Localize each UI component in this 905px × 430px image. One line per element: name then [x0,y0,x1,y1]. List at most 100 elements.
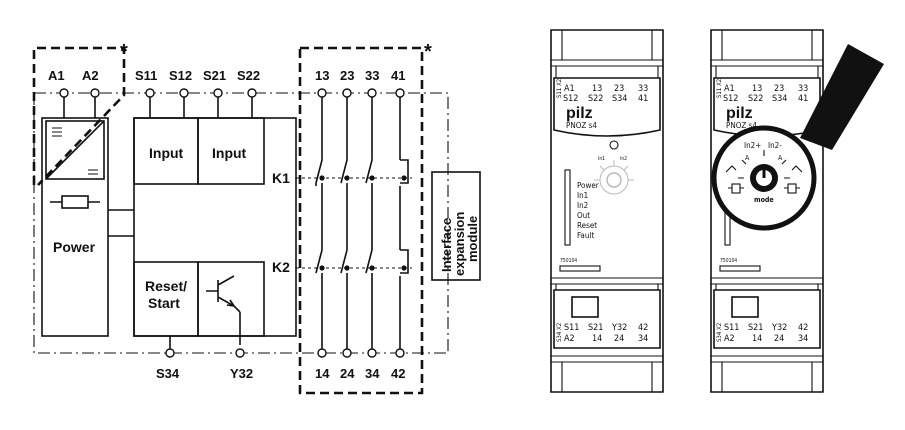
terminal-label-a2: A2 [82,68,99,83]
terminal-label-s22: S22 [237,68,260,83]
right-top-33: 33 [798,84,808,94]
left-led-column [564,169,571,246]
left-top-23: 23 [614,84,624,94]
terminal-label-s34: S34 [156,366,180,381]
right-bottom-24: 24 [774,334,784,344]
terminal-label-a1: A1 [48,68,65,83]
left-knob-label-in1: In1 [598,156,605,162]
magnifier-handle [800,44,884,150]
contact-label-14: 14 [315,366,330,381]
enclosure-outline [33,92,449,354]
terminal-label-s11: S11 [135,68,157,83]
right-top-23: 23 [774,84,784,94]
right-top-s12: S12 [723,94,738,104]
terminal-label-s21: S21 [203,68,226,83]
left-top-s34: S34 [612,94,627,104]
right-top-s34: S34 [772,94,787,104]
left-top-s22: S22 [588,94,603,104]
right-side-bottom: S34 X2 [716,323,723,342]
zoom-label-a-left: A [745,154,750,162]
power-module-outline [32,46,126,186]
left-led-in1: In1 [577,191,588,200]
right-bottom-14: 14 [752,334,762,344]
start-label: Start [148,295,180,311]
right-bottom-34: 34 [798,334,808,344]
reset-label: Reset/ [145,278,187,294]
left-screw-icon [609,140,619,150]
right-top-13: 13 [752,84,762,94]
zoomed-mode-knob [725,150,803,194]
terminal-label-s12: S12 [169,68,192,83]
left-led-power: Power [577,181,599,190]
left-top-s12: S12 [563,94,578,104]
left-led-out: Out [577,211,590,220]
relay-label-k2: K2 [272,259,290,275]
right-brand-logo: pilz [726,105,753,122]
right-top-a1: A1 [724,84,735,94]
device-right: A1 13 23 33 S12 S22 S34 41 S11 X2 pilz P… [710,29,884,393]
left-bottom-s21: S21 [588,323,603,333]
right-bottom-y32: Y32 [771,323,787,333]
left-model: PNOZ s4 [566,121,597,130]
zoom-label-a-right: A [778,154,783,162]
left-led-in2: In2 [577,201,588,210]
left-brand-logo: pilz [566,105,593,122]
left-knob-label-in2: In2 [620,156,627,162]
left-top-41: 41 [638,94,648,104]
left-bottom-14: 14 [592,334,602,344]
right-part-number: 750104 [720,258,737,264]
contact-label-23: 23 [340,68,354,83]
left-side-bottom: S34 X2 [556,323,563,342]
asterisk-left: * [120,41,128,63]
contact-label-13: 13 [315,68,329,83]
transistor-icon [206,275,241,345]
right-top-41: 41 [798,94,808,104]
interface-label-3: module [465,216,480,262]
contact-label-24: 24 [340,366,355,381]
terminal-label-y32: Y32 [230,366,253,381]
interface-label-2: expansion [452,212,467,276]
interface-expansion-module [431,171,481,281]
left-led-fault: Fault [577,231,594,240]
zoom-mode-label: mode [754,196,774,204]
right-top-s22: S22 [748,94,763,104]
left-bottom-a2: A2 [564,334,575,344]
power-label: Power [53,239,96,255]
input-block-2 [197,117,265,185]
left-bottom-24: 24 [614,334,624,344]
contact-label-42: 42 [391,366,405,381]
contact-label-33: 33 [365,68,379,83]
asterisk-right: * [424,41,432,63]
zoom-label-in2minus: In2- [768,141,782,150]
left-mode-knob [594,160,634,195]
left-bottom-y32: Y32 [611,323,627,333]
relay-contacts [315,97,409,349]
left-top-33: 33 [638,84,648,94]
right-bottom-42: 42 [798,323,808,333]
left-top-13: 13 [592,84,602,94]
top-terminals [59,88,257,98]
contact-label-41: 41 [391,68,405,83]
contact-label-34: 34 [365,366,380,381]
right-bottom-a2: A2 [724,334,735,344]
left-bottom-s11: S11 [564,323,579,333]
left-bottom-42: 42 [638,323,648,333]
input-label-1: Input [149,145,184,161]
left-led-reset: Reset [577,221,597,230]
power-block: Power [41,117,109,337]
contact-terminals [317,88,405,358]
input-label-2: Input [212,145,247,161]
left-side-top: S11 X2 [556,79,563,98]
right-bottom-s21: S21 [748,323,763,333]
circuit-diagram: * * A1 A2 S11 S12 S21 S22 Power [32,41,481,395]
left-part-number: 750104 [560,258,577,264]
right-model: PNOZ s4 [726,121,757,130]
device-left: A1 13 23 33 S12 S22 S34 41 S11 X2 pilz P… [550,29,664,393]
contact-module-outline [298,46,424,395]
left-bottom-34: 34 [638,334,648,344]
transistor-block [197,261,265,337]
left-top-a1: A1 [564,84,575,94]
right-side-top: S11 X2 [716,79,723,98]
zoom-label-in2plus: In2+ [744,141,761,150]
